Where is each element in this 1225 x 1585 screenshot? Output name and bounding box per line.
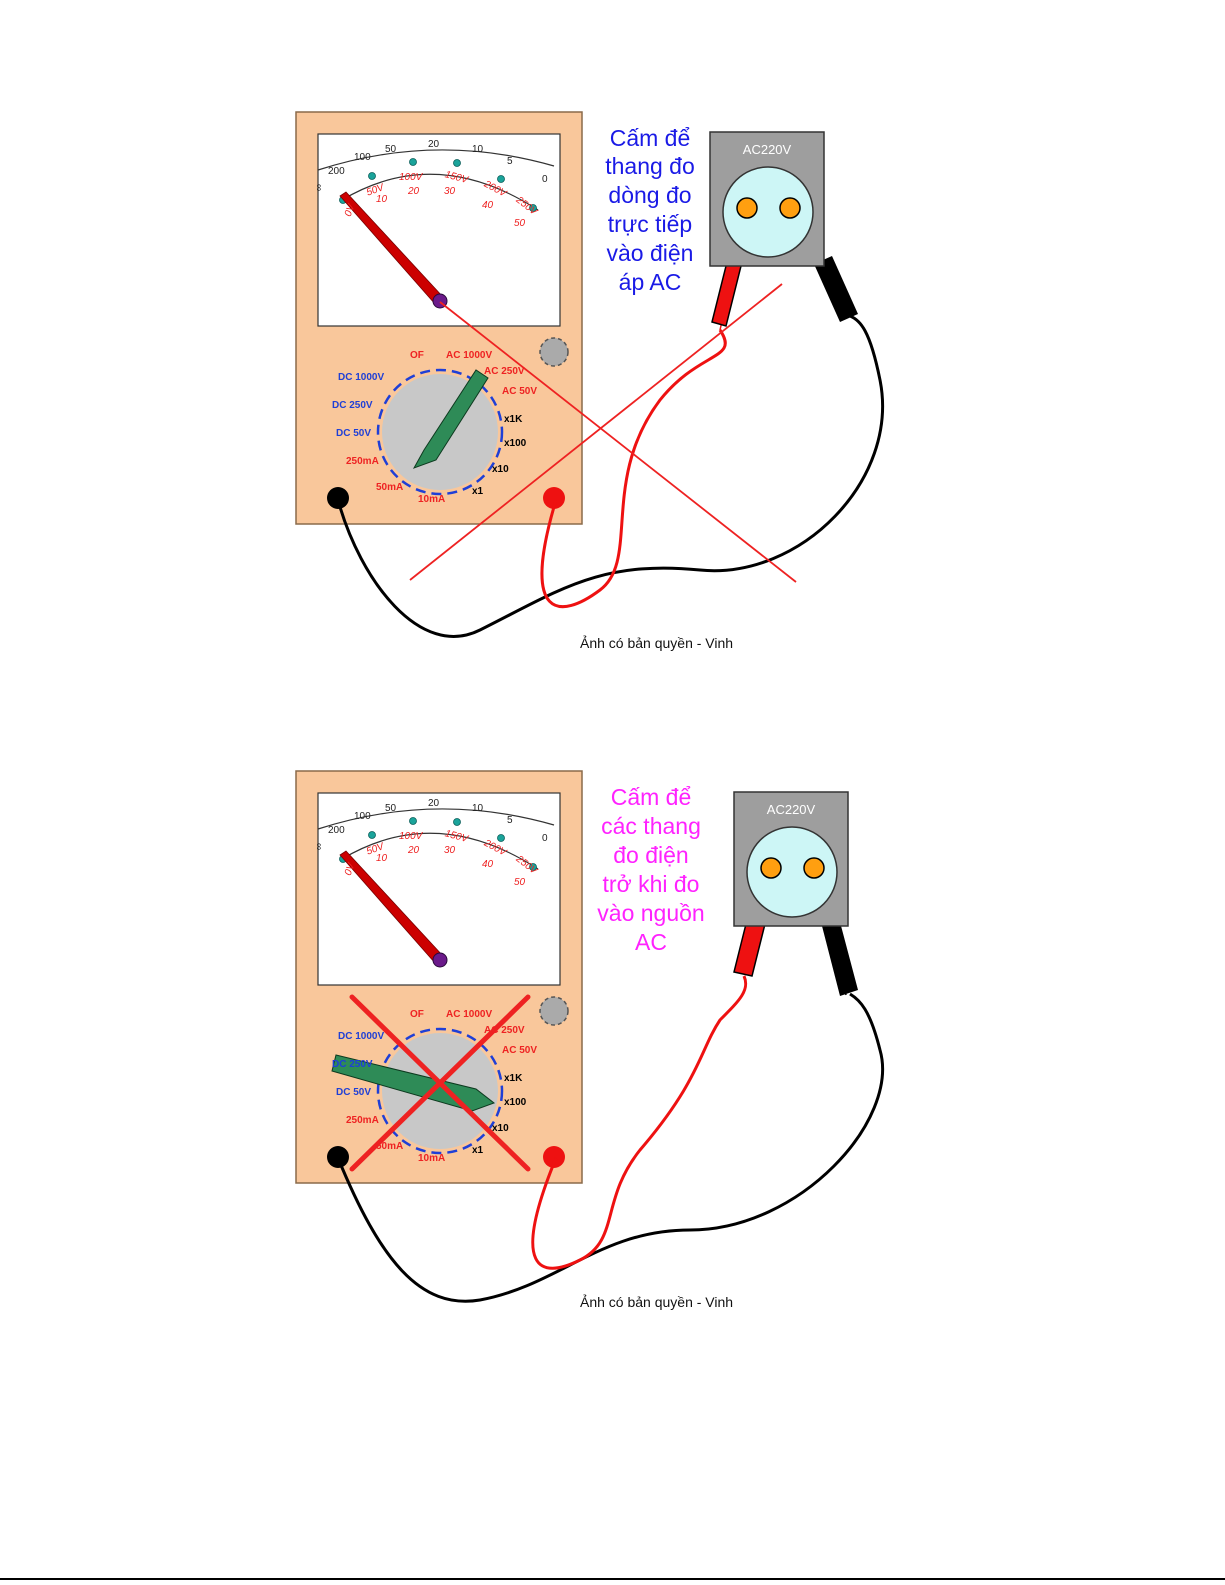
- sel-x1: x1: [472, 1145, 484, 1156]
- sel-dc250: DC 250V: [332, 1059, 373, 1070]
- ohm-label-200: 200: [328, 166, 345, 177]
- sel-50ma: 50mA: [376, 482, 403, 493]
- sel-ac250: AC 250V: [484, 1025, 525, 1036]
- panel-1: ∞ 200 100 50 20 10 5 0 0V 50V 100V 150V …: [294, 110, 884, 651]
- sel-ac50: AC 50V: [502, 386, 537, 397]
- volt-label-0: 0V: [343, 861, 358, 878]
- copyright-caption: Ảnh có bản quyền - Vinh: [580, 1294, 733, 1310]
- sub-label-10: 10: [376, 853, 388, 864]
- ohm-label-inf: ∞: [313, 843, 324, 850]
- red-probe: [711, 257, 743, 327]
- warning-line: áp AC: [619, 269, 682, 295]
- selector-pointer: [412, 369, 489, 469]
- warning-line: trở khi đo: [603, 871, 700, 897]
- sel-250ma: 250mA: [346, 456, 379, 467]
- sel-dc50: DC 50V: [336, 428, 371, 439]
- black-probe: [814, 256, 858, 322]
- volt-label-100: 100V: [399, 831, 424, 842]
- sel-x1k: x1K: [504, 414, 523, 425]
- ohm-label-10: 10: [472, 803, 484, 814]
- warning-line: Cấm để: [610, 125, 691, 151]
- ohm-label-50: 50: [385, 144, 397, 155]
- sel-dc50: DC 50V: [336, 1087, 371, 1098]
- sel-x1: x1: [472, 486, 484, 497]
- sel-x100: x100: [504, 438, 527, 449]
- warning-line: vào nguồn: [597, 900, 704, 926]
- ohm-label-5: 5: [507, 156, 513, 167]
- sel-x1k: x1K: [504, 1073, 523, 1084]
- ac-outlet: AC220V: [733, 791, 849, 927]
- ohm-label-inf: ∞: [313, 184, 324, 191]
- ohm-label-0: 0: [542, 174, 548, 185]
- ohm-label-50: 50: [385, 803, 397, 814]
- sel-ac250: AC 250V: [484, 366, 525, 377]
- ohm-label-100: 100: [354, 811, 371, 822]
- page-bottom-rule: [0, 1578, 1225, 1580]
- panel-2: ∞ 200 100 50 20 10 5 0 0V 50V 100V 150V …: [294, 769, 884, 1310]
- volt-label-0: 0V: [343, 202, 358, 219]
- sel-x10: x10: [492, 464, 509, 475]
- sel-x100: x100: [504, 1097, 527, 1108]
- black-test-lead: [336, 992, 884, 1303]
- sel-ac50: AC 50V: [502, 1045, 537, 1056]
- sub-label-20: 20: [407, 845, 420, 856]
- sel-50ma: 50mA: [376, 1141, 403, 1152]
- ohm-label-0: 0: [542, 833, 548, 844]
- sub-label-30: 30: [444, 845, 456, 856]
- sub-label-20: 20: [407, 186, 420, 197]
- black-probe: [822, 922, 858, 996]
- sub-label-40: 40: [482, 859, 494, 870]
- copyright-caption: Ảnh có bản quyền - Vinh: [580, 635, 733, 651]
- warning-line: đo điện: [613, 842, 688, 868]
- warning-line: AC: [635, 929, 667, 955]
- multimeter: ∞ 200 100 50 20 10 5 0 0V 50V 100V 150V …: [294, 110, 584, 526]
- ohm-label-20: 20: [428, 798, 440, 809]
- outlet-label: AC220V: [743, 142, 792, 157]
- cross-line: [349, 994, 531, 1172]
- sel-10ma: 10mA: [418, 1153, 445, 1164]
- sub-label-10: 10: [376, 194, 388, 205]
- ohm-label-100: 100: [354, 152, 371, 163]
- ohm-label-5: 5: [507, 815, 513, 826]
- ohm-label-20: 20: [428, 139, 440, 150]
- cross-line: [409, 283, 783, 581]
- warning-line: trực tiếp: [608, 211, 692, 237]
- warning-line: các thang: [601, 813, 701, 839]
- sel-250ma: 250mA: [346, 1115, 379, 1126]
- sub-label-40: 40: [482, 200, 494, 211]
- sel-ac1000: AC 1000V: [446, 350, 492, 361]
- warning-line: dòng đo: [608, 182, 691, 208]
- sub-label-30: 30: [444, 186, 456, 197]
- sel-10ma: 10mA: [418, 494, 445, 505]
- red-test-lead: [540, 329, 727, 609]
- sub-label-50: 50: [514, 877, 526, 888]
- sel-dc1000: DC 1000V: [338, 372, 384, 383]
- black-test-lead: [336, 314, 884, 638]
- sel-ac1000: AC 1000V: [446, 1009, 492, 1020]
- volt-label-100: 100V: [399, 172, 424, 183]
- red-test-lead: [531, 975, 748, 1270]
- warning-line: vào điện: [607, 240, 694, 266]
- multimeter: ∞ 200 100 50 20 10 5 0 0V 50V 100V 150V …: [294, 769, 584, 1185]
- sel-dc1000: DC 1000V: [338, 1031, 384, 1042]
- warning-line: thang đo: [605, 153, 695, 179]
- sub-label-50: 50: [514, 218, 526, 229]
- ac-outlet: AC220V: [709, 131, 825, 267]
- sel-x10: x10: [492, 1123, 509, 1134]
- cross-line: [439, 301, 797, 583]
- outlet-label: AC220V: [767, 802, 816, 817]
- sel-off: OF: [410, 350, 424, 361]
- ohm-label-10: 10: [472, 144, 484, 155]
- warning-line: Cấm để: [611, 784, 692, 810]
- sel-off: OF: [410, 1009, 424, 1020]
- sel-dc250: DC 250V: [332, 400, 373, 411]
- ohm-label-200: 200: [328, 825, 345, 836]
